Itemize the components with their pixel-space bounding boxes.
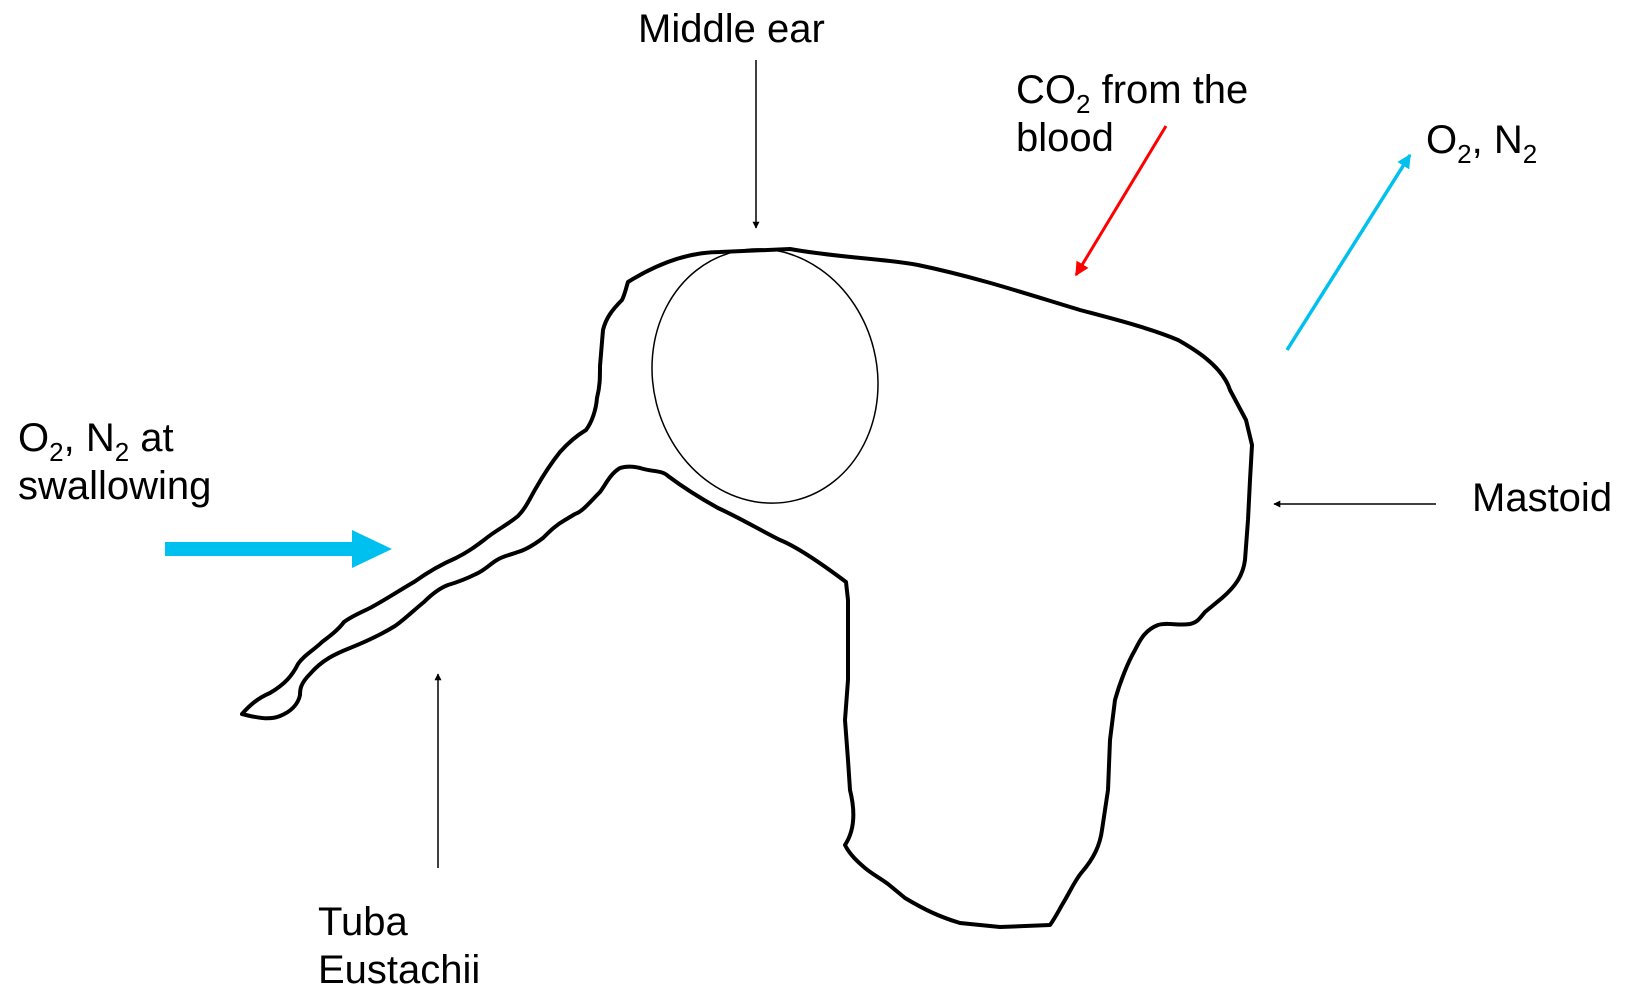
co2-prefix: CO (1016, 68, 1076, 112)
arrow-right-icon (165, 530, 392, 568)
co2-line-1: CO2 from the (1016, 66, 1248, 114)
arrow-out-icon (1287, 155, 1410, 350)
middle-ear-text: Middle ear (638, 7, 825, 51)
middle-ear-label: Middle ear (638, 5, 825, 53)
o2-out-n-subscript: 2 (1523, 139, 1537, 169)
tuba-label: Tuba Eustachii (318, 898, 480, 994)
mastoid-label: Mastoid (1472, 474, 1612, 522)
o2-n2-out-label: O2, N2 (1426, 116, 1537, 164)
o2-in-rest: at (129, 416, 173, 460)
co2-label: CO2 from the blood (1016, 66, 1248, 162)
o2-out-o-subscript: 2 (1457, 139, 1471, 169)
mastoid-text: Mastoid (1472, 476, 1612, 520)
co2-rest: from the (1090, 68, 1248, 112)
o2-in-line-1: O2, N2 at (18, 414, 211, 462)
ear-mastoid-outline (242, 249, 1252, 927)
o2-in-sep: , N (64, 416, 115, 460)
tuba-line-1: Tuba (318, 898, 480, 946)
tuba-line-2: Eustachii (318, 946, 480, 994)
o2-out-sep: , N (1472, 118, 1523, 162)
tympanic-membrane (625, 225, 904, 528)
co2-line-2: blood (1016, 114, 1248, 162)
o2-n2-in-label: O2, N2 at swallowing (18, 414, 211, 510)
o2-in-line-2: swallowing (18, 462, 211, 510)
o2-in-o: O (18, 416, 49, 460)
o2-out-o: O (1426, 118, 1457, 162)
